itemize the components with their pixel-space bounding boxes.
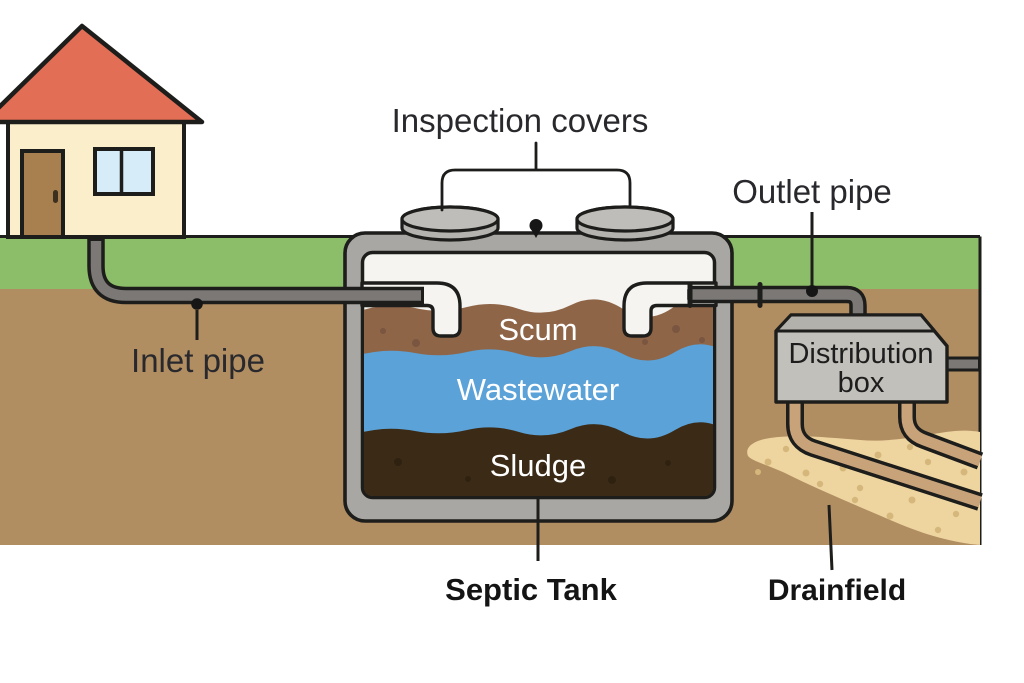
outlet-pipe-leader-dot	[806, 285, 818, 297]
inlet-pipe	[87, 238, 424, 305]
septic-tank-callout: Septic Tank	[445, 499, 618, 607]
distribution-box: Distribution box	[774, 313, 949, 404]
wastewater-layer	[364, 344, 713, 442]
drainfield-sand-dots	[755, 443, 976, 534]
inlet-pipe-leader-dot	[191, 298, 203, 310]
scum-dots	[380, 325, 705, 347]
distribution-box-label-line2: box	[838, 367, 885, 399]
house	[0, 23, 205, 239]
drainfield-pipe-right	[898, 400, 984, 470]
inlet-pipe-label: Inlet pipe	[131, 342, 265, 379]
drainfield-sand	[747, 430, 980, 545]
inlet-pipe-callout: Inlet pipe	[131, 298, 265, 379]
scum-label: Scum	[498, 312, 577, 347]
sludge-layer	[364, 422, 713, 496]
tank-lid-handle	[529, 219, 543, 238]
inspection-cover-right	[575, 205, 675, 242]
outlet-pipe-callout: Outlet pipe	[732, 173, 892, 297]
drainfield-pipe-left	[786, 400, 983, 511]
inspection-covers-callout: Inspection covers	[392, 102, 649, 212]
inspection-covers-label: Inspection covers	[392, 102, 649, 139]
drainfield-label: Drainfield	[768, 574, 906, 607]
outlet-pipe-label: Outlet pipe	[732, 173, 892, 210]
outlet-pipe-body	[687, 289, 864, 324]
sludge-label: Sludge	[490, 448, 587, 483]
outlet-pipe-joints	[687, 282, 763, 308]
drainfield-callout: Drainfield	[768, 504, 906, 607]
door-knob	[53, 190, 58, 203]
drainfield-leader	[827, 504, 834, 571]
inspection-cover-left	[400, 205, 500, 242]
house-roof	[0, 23, 205, 125]
inspection-covers-bracket	[440, 141, 632, 212]
outlet-pipe	[687, 282, 867, 324]
distribution-box-top	[774, 313, 936, 333]
distribution-box-label-line1: Distribution	[788, 338, 933, 370]
septic-tank-label: Septic Tank	[445, 572, 617, 607]
inlet-pipe-body	[90, 241, 421, 301]
house-window	[93, 147, 155, 196]
wastewater-label: Wastewater	[457, 372, 620, 407]
sludge-dots	[394, 458, 671, 484]
